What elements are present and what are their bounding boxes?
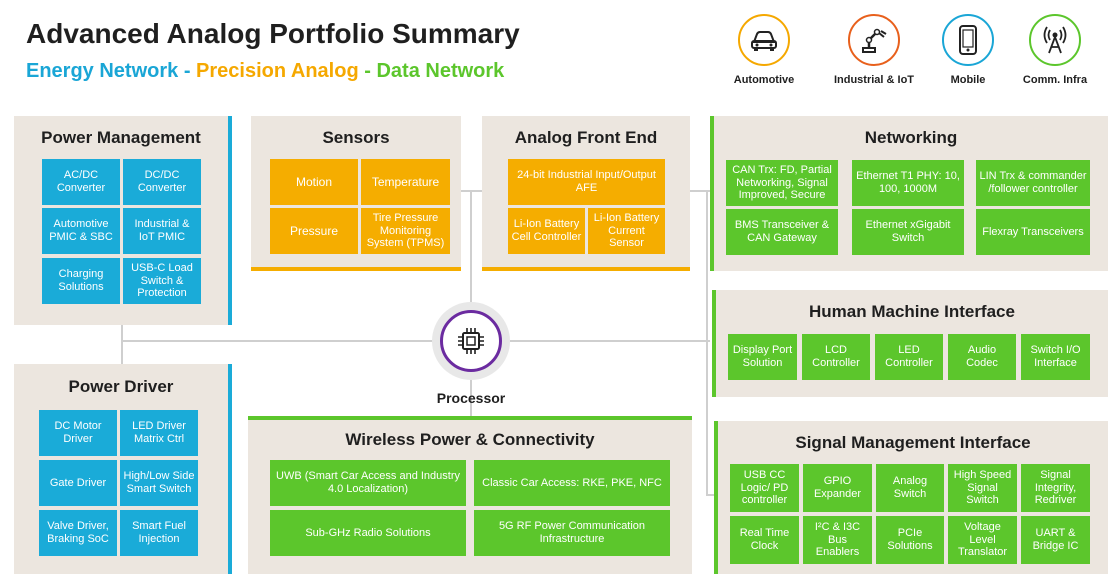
connector-right-vertical [706, 190, 708, 495]
hmi-switch-io[interactable]: Switch I/O Interface [1021, 334, 1090, 380]
car-icon [738, 14, 790, 66]
pm-automotive-pmic[interactable]: Automotive PMIC & SBC [42, 208, 120, 254]
data-accent-bar [248, 416, 692, 420]
energy-accent-bar [228, 116, 232, 325]
smi-voltage-translator[interactable]: Voltage Level Translator [948, 516, 1017, 564]
smi-signal-integrity[interactable]: Signal Integrity, Redriver [1021, 464, 1090, 512]
sensor-motion[interactable]: Motion [270, 159, 358, 205]
smi-gpio-expander[interactable]: GPIO Expander [803, 464, 872, 512]
pm-dc-dc-converter[interactable]: DC/DC Converter [123, 159, 201, 205]
networking-panel: Networking CAN Trx: FD, Partial Networki… [710, 116, 1108, 271]
connector-left-vertical [121, 324, 123, 364]
pd-led-driver[interactable]: LED Driver Matrix Ctrl [120, 410, 198, 456]
market-comm-infra: Comm. Infra [1005, 14, 1105, 86]
pd-valve-driver[interactable]: Valve Driver, Braking SoC [39, 510, 117, 556]
smi-analog-switch[interactable]: Analog Switch [876, 464, 944, 512]
pd-smart-fuel-injection[interactable]: Smart Fuel Injection [120, 510, 198, 556]
hmi-lcd-controller[interactable]: LCD Controller [802, 334, 870, 380]
sensor-temperature[interactable]: Temperature [361, 159, 450, 205]
market-automotive: Automotive [714, 14, 814, 86]
subtitle-sep-1: - [178, 60, 197, 82]
net-flexray[interactable]: Flexray Transceivers [976, 209, 1090, 255]
pm-charging-solutions[interactable]: Charging Solutions [42, 258, 120, 304]
pm-ac-dc-converter[interactable]: AC/DC Converter [42, 159, 120, 205]
connector-afe-net [690, 190, 710, 192]
market-label: Comm. Infra [1022, 74, 1088, 86]
panel-title: Power Management [41, 128, 201, 147]
smi-pcie[interactable]: PCIe Solutions [876, 516, 944, 564]
afe-battery-current-sensor[interactable]: Li-Ion Battery Current Sensor [588, 208, 665, 254]
page-title: Advanced Analog Portfolio Summary [26, 18, 520, 49]
smi-high-speed-switch[interactable]: High Speed Signal Switch [948, 464, 1017, 512]
precision-accent-bar [251, 267, 461, 271]
smi-real-time-clock[interactable]: Real Time Clock [730, 516, 799, 564]
market-mobile: Mobile [918, 14, 1018, 86]
net-ethernet-xgigabit[interactable]: Ethernet xGigabit Switch [852, 209, 964, 255]
sensors-panel: Sensors Motion Temperature Pressure Tire… [251, 116, 461, 271]
energy-accent-bar [228, 364, 232, 574]
market-label: Industrial & IoT [833, 74, 915, 86]
connector-right-horizontal [510, 340, 710, 342]
page-subtitle: Energy Network - Precision Analog - Data… [26, 60, 504, 83]
hmi-display-port[interactable]: Display Port Solution [728, 334, 797, 380]
afe-panel: Analog Front End 24-bit Industrial Input… [482, 116, 690, 271]
hmi-audio-codec[interactable]: Audio Codec [948, 334, 1016, 380]
smi-usb-cc-logic[interactable]: USB CC Logic/ PD controller [730, 464, 799, 512]
panel-title: Sensors [322, 128, 390, 147]
net-can-trx[interactable]: CAN Trx: FD, Partial Networking, Signal … [726, 160, 838, 206]
data-accent-bar [712, 290, 716, 397]
wireless-panel: Wireless Power & Connectivity UWB (Smart… [248, 416, 692, 574]
pd-smart-switch[interactable]: High/Low Side Smart Switch [120, 460, 198, 506]
afe-24bit-io[interactable]: 24-bit Industrial Input/Output AFE [508, 159, 665, 205]
connector-bottom-vertical [470, 380, 472, 416]
antenna-icon [1029, 14, 1081, 66]
pd-gate-driver[interactable]: Gate Driver [39, 460, 117, 506]
processor-label: Processor [436, 390, 506, 406]
panel-title: Power Driver [68, 377, 174, 396]
connector-smi [706, 494, 716, 496]
net-bms-transceiver[interactable]: BMS Transceiver & CAN Gateway [726, 209, 838, 255]
subtitle-data: Data Network [376, 60, 505, 82]
data-accent-bar [710, 116, 714, 271]
panel-title: Wireless Power & Connectivity [345, 430, 595, 449]
sensor-tpms[interactable]: Tire Pressure Monitoring System (TPMS) [361, 208, 450, 254]
chip-icon [440, 310, 502, 372]
sensor-pressure[interactable]: Pressure [270, 208, 358, 254]
panel-title: Human Machine Interface [809, 302, 1015, 321]
robot-arm-icon [848, 14, 900, 66]
wireless-uwb[interactable]: UWB (Smart Car Access and Industry 4.0 L… [270, 460, 466, 506]
net-lin-trx[interactable]: LIN Trx & commander /follower controller [976, 160, 1090, 206]
subtitle-sep-2: - [358, 60, 377, 82]
power-management-panel: Power Management AC/DC Converter DC/DC C… [14, 116, 232, 325]
power-driver-panel: Power Driver DC Motor Driver LED Driver … [14, 364, 232, 574]
smi-i2c-i3c[interactable]: I²C & I3C Bus Enablers [803, 516, 872, 564]
wireless-classic-car-access[interactable]: Classic Car Access: RKE, PKE, NFC [474, 460, 670, 506]
subtitle-precision: Precision Analog [196, 60, 359, 82]
pm-industrial-pmic[interactable]: Industrial & IoT PMIC [123, 208, 201, 254]
wireless-sub-ghz[interactable]: Sub-GHz Radio Solutions [270, 510, 466, 556]
panel-title: Networking [864, 128, 958, 147]
data-accent-bar [714, 421, 718, 574]
pm-usb-c-load-switch[interactable]: USB-C Load Switch & Protection [123, 258, 201, 304]
hmi-panel: Human Machine Interface Display Port Sol… [712, 290, 1108, 397]
market-industrial: Industrial & IoT [824, 14, 924, 86]
connector-left-horizontal [121, 340, 433, 342]
market-label: Mobile [950, 74, 986, 86]
panel-title: Analog Front End [514, 128, 658, 147]
connector-top-vertical [470, 190, 472, 302]
panel-title: Signal Management Interface [795, 433, 1031, 452]
connector-sensors-afe [460, 190, 482, 192]
hmi-led-controller[interactable]: LED Controller [875, 334, 943, 380]
phone-icon [942, 14, 994, 66]
pd-dc-motor-driver[interactable]: DC Motor Driver [39, 410, 117, 456]
processor-node[interactable] [432, 302, 510, 380]
net-ethernet-t1-phy[interactable]: Ethernet T1 PHY: 10, 100, 1000M [852, 160, 964, 206]
afe-battery-cell-controller[interactable]: Li-Ion Battery Cell Controller [508, 208, 585, 254]
wireless-5g-rf-power[interactable]: 5G RF Power Communication Infrastructure [474, 510, 670, 556]
precision-accent-bar [482, 267, 690, 271]
subtitle-energy: Energy Network [26, 60, 179, 82]
market-label: Automotive [733, 74, 795, 86]
smi-panel: Signal Management Interface USB CC Logic… [714, 421, 1108, 574]
smi-uart-bridge[interactable]: UART & Bridge IC [1021, 516, 1090, 564]
